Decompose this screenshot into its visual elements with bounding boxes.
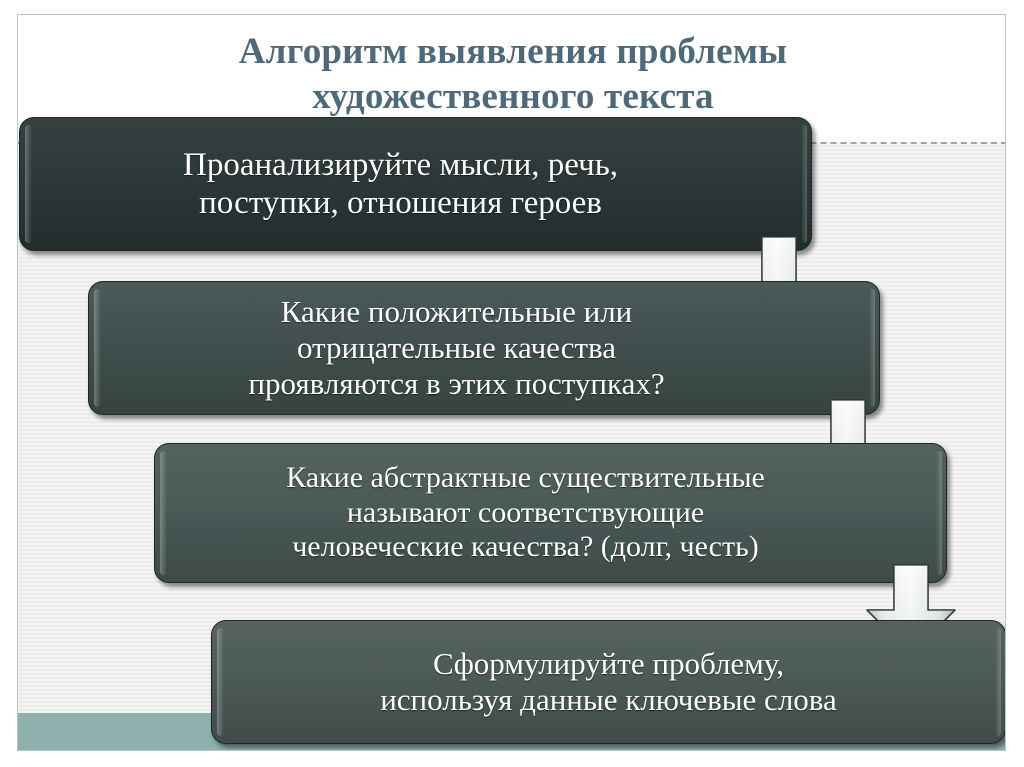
flow-step-3[interactable]: Какие абстрактные существительные называ… <box>154 443 947 583</box>
flow-step-3-label: Какие абстрактные существительные называ… <box>286 460 765 564</box>
page-title: Алгоритм выявления проблемы художественн… <box>238 31 788 117</box>
flow-step-4[interactable]: Сформулируйте проблему, используя данные… <box>211 620 1005 744</box>
flow-step-2[interactable]: Какие положительные или отрицательные ка… <box>88 281 880 415</box>
flow-step-2-label: Какие положительные или отрицательные ка… <box>248 294 665 401</box>
slide-frame: Алгоритм выявления проблемы художественн… <box>17 14 1006 751</box>
flow-step-1[interactable]: Проанализируйте мысли, речь, поступки, о… <box>19 117 812 251</box>
flow-step-4-label: Сформулируйте проблему, используя данные… <box>380 646 837 717</box>
flow-step-1-label: Проанализируйте мысли, речь, поступки, о… <box>183 146 618 221</box>
